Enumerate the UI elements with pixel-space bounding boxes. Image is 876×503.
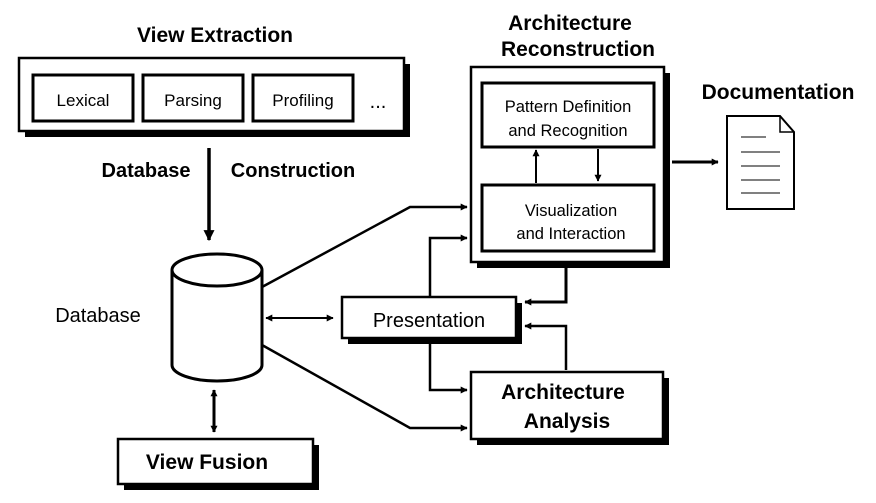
profiling-label: Profiling (272, 91, 333, 110)
lexical-box: Lexical (31, 73, 135, 123)
presentation-box: Presentation (340, 295, 522, 344)
pattern-recognition-line2: and Recognition (508, 122, 627, 140)
view-fusion-box: View Fusion (116, 437, 319, 490)
architecture-reconstruction-title-line2: Reconstruction (501, 38, 655, 61)
arrow-presentation-to-analysis (428, 338, 468, 394)
parsing-label: Parsing (164, 91, 222, 110)
view-fusion-label: View Fusion (146, 451, 268, 474)
database-construction-label-right: Construction (231, 160, 355, 182)
lexical-label: Lexical (57, 91, 110, 110)
presentation-label: Presentation (373, 310, 485, 332)
visualization-line1: Visualization (525, 202, 617, 220)
documentation-title: Documentation (702, 81, 855, 104)
arrow-database-to-reconstruction (261, 203, 468, 289)
visualization-line2: and Interaction (516, 225, 625, 243)
database-cylinder-icon (170, 252, 264, 383)
pattern-recognition-line1: Pattern Definition (505, 98, 632, 116)
architecture-analysis-line2: Analysis (524, 410, 610, 433)
arrow-analysis-to-presentation (524, 322, 568, 370)
arrow-presentation-to-reconstruction (428, 234, 468, 297)
arrow-reconstruction-to-presentation (524, 268, 568, 306)
parsing-box: Parsing (141, 73, 245, 123)
database-construction-label-left: Database (102, 160, 191, 182)
arrow-database-to-analysis (261, 343, 468, 432)
architecture-analysis-box: Architecture Analysis (469, 370, 669, 445)
pattern-recognition-box: Pattern Definition and Recognition (480, 81, 656, 149)
view-extraction-title: View Extraction (137, 24, 293, 47)
visualization-interaction-box: Visualization and Interaction (480, 183, 656, 253)
document-icon (726, 115, 795, 210)
database-label: Database (55, 305, 141, 327)
profiling-box: Profiling (251, 73, 355, 123)
architecture-reconstruction-title-line1: Architecture (508, 12, 632, 35)
extraction-more-ellipsis: ... (370, 91, 387, 113)
architecture-analysis-line1: Architecture (501, 381, 625, 404)
